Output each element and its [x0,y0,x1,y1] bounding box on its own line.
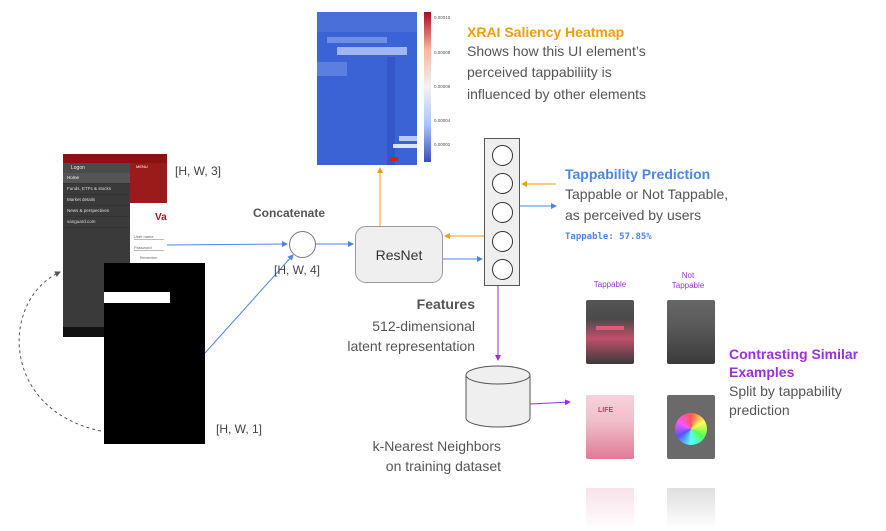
drawer-item-market: Market details [63,195,130,206]
rgb-shape-label: [H, W, 3] [175,164,222,178]
drawer-item-funds: Funds, ETFs & stocks [63,184,130,195]
output-layer [484,138,520,286]
mask-highlight [104,292,170,303]
resnet-block: ResNet [355,226,443,283]
brand-header: MENU Va [130,163,167,223]
heatmap-colorbar [424,12,431,162]
contrast-line2: prediction [729,402,790,418]
knn-line1: k-Nearest Neighbors [372,438,501,454]
arrow-image-to-concat [166,241,288,248]
example-thumb-faded [586,488,634,530]
menu-label: MENU [136,164,148,169]
example-thumb-not-2 [667,395,715,459]
element-mask-image [104,263,205,444]
layer-node [492,231,513,252]
prediction-title: Tappability Prediction [565,166,711,182]
saliency-heatmap [317,12,417,165]
resnet-label: ResNet [375,246,423,263]
database-cylinder [465,365,531,428]
example-thumb-faded [667,488,715,530]
prediction-line1: Tappable or Not Tappable, [565,186,729,202]
drawer-item-news: News & perspectives [63,206,130,217]
colorbar-tick: 0.00002 [434,142,451,147]
column-label-not-line1: Not [681,271,695,280]
concat-node [289,231,316,258]
concat-shape-label: [H, W, 4] [274,263,321,277]
layer-node [492,259,513,280]
knn-line2: on training dataset [385,458,501,474]
colorbar-tick: 0.00006 [434,84,451,89]
colorbar-tick: 0.00010 [434,15,451,20]
xrai-line1: Shows how this UI element’s [467,43,646,59]
column-label-not-line2: Tappable [671,281,705,290]
layer-node [492,202,513,223]
example-thumb-tappable-2: LIFE [586,395,634,459]
status-bar [63,154,167,163]
xrai-line3: influenced by other elements [467,86,646,102]
features-title: Features [416,296,475,312]
mask-shape-label: [H, W, 1] [216,422,263,436]
features-line1: 512-dimensional [372,318,475,334]
thumb-logo: LIFE [598,407,614,414]
drawer-item-site: vanguard.com [63,217,130,228]
layer-node [492,145,513,166]
concatenate-label: Concatenate [253,206,326,220]
layer-node [492,173,513,194]
brand-fragment: Va [155,212,167,223]
remember-checkbox-label: Remember [140,256,158,260]
arrow-db-to-examples [529,399,571,406]
example-thumb-tappable-1 [586,300,634,364]
dashed-loop-arrow [18,271,102,432]
features-line2: latent representation [347,338,475,354]
xrai-title: XRAI Saliency Heatmap [467,24,625,40]
column-label-tappable: Tappable [593,280,627,289]
prediction-line2: as perceived by users [565,207,702,223]
color-wheel [675,413,707,445]
contrast-title-line2: Examples [729,364,795,380]
colorbar-tick: 0.00004 [434,118,451,123]
contrast-line1: Split by tappability [729,383,842,399]
example-thumb-not-1 [667,300,715,364]
password-field: Password [134,245,164,251]
prediction-result: Tappable: 57.85% [565,232,652,242]
drawer-item-home: Home [63,173,130,184]
app-screenshot: Logon Home Funds, ETFs & stocks Market d… [63,154,167,337]
nav-drawer: Logon Home Funds, ETFs & stocks Market d… [63,163,130,327]
colorbar-tick: 0.00008 [434,50,451,55]
xrai-line2: perceived tappabiliity is [467,64,612,80]
drawer-title: Logon [63,163,130,173]
arrow-mask-to-concat [204,254,294,354]
username-field: User name [134,234,164,240]
contrast-title-line1: Contrasting Similar [729,346,859,362]
